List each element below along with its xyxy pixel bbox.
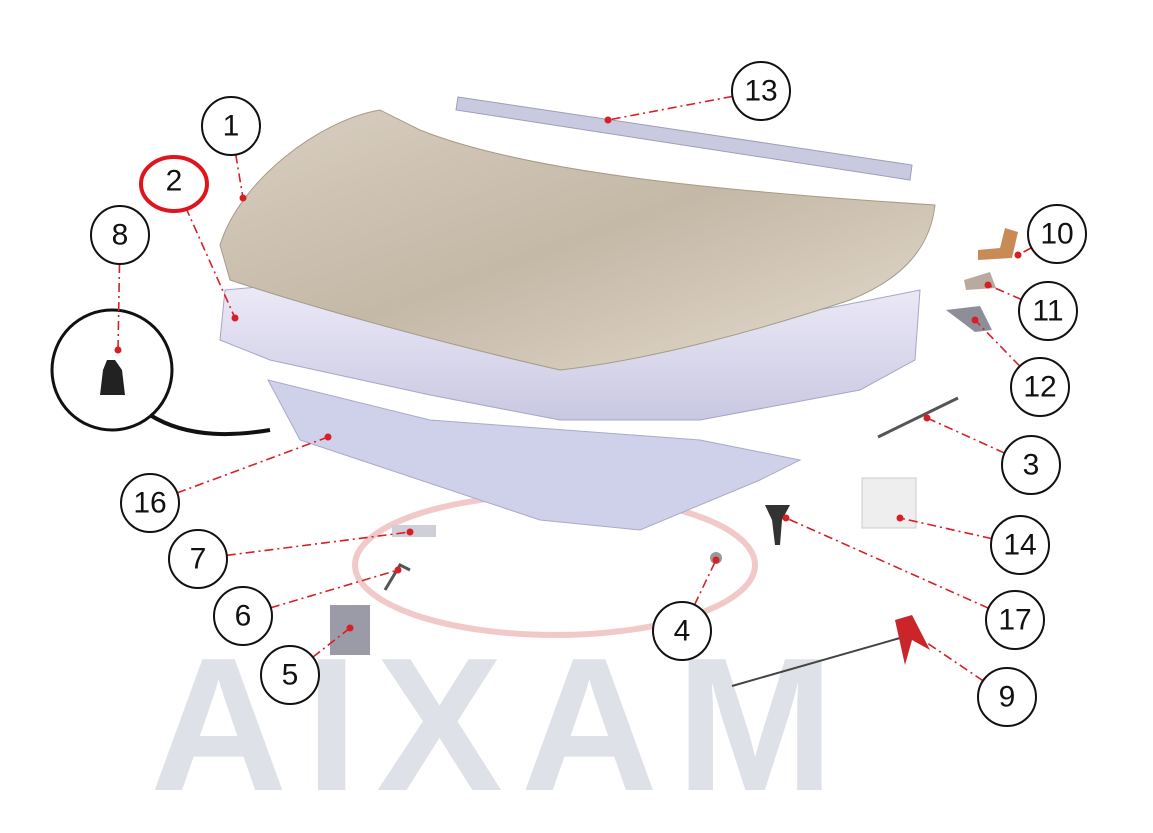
callout-5: 5: [260, 624, 354, 705]
callout-circle: [120, 473, 180, 533]
leader-dot: [984, 281, 992, 289]
clip-14: [861, 477, 917, 529]
watermark-text: AIXAM: [150, 619, 852, 831]
leader-line: [987, 284, 1022, 301]
leader-line: [926, 417, 1005, 454]
leader-dot: [901, 624, 909, 632]
callout-6: 6: [213, 566, 402, 646]
callout-circle: [652, 601, 712, 661]
callout-circle: [731, 61, 791, 121]
leader-line: [185, 207, 236, 319]
leader-dot: [1014, 251, 1022, 259]
leader-line: [176, 436, 329, 494]
callout-12: 12: [971, 316, 1070, 417]
leader-line: [693, 559, 717, 606]
leader-dot: [604, 116, 612, 124]
leader-dot: [782, 514, 790, 522]
callout-number: 12: [1023, 371, 1056, 404]
callout-16: 16: [120, 433, 332, 533]
callout-circle: [985, 590, 1045, 650]
leader-dot: [324, 433, 332, 441]
callout-2: 2: [166, 165, 239, 322]
callout-number: 8: [112, 219, 129, 252]
leader-line: [607, 95, 733, 121]
callout-circle: [213, 586, 273, 646]
callout-circle: [90, 205, 150, 265]
hood-panel: [219, 109, 936, 371]
callout-9: 9: [901, 624, 1037, 727]
leader-dot: [406, 528, 414, 536]
leader-line: [904, 627, 984, 682]
leader-line: [270, 569, 399, 609]
callout-13: 13: [604, 61, 791, 124]
callout-number: 3: [1023, 449, 1040, 482]
leader-line: [312, 627, 351, 658]
highlight-ring: [139, 155, 209, 213]
leader-dot: [923, 414, 931, 422]
push-rivet-17: [765, 505, 790, 545]
callout-circle: [260, 645, 320, 705]
leader-dot: [896, 514, 904, 522]
callout-10: 10: [1014, 204, 1087, 264]
callout-17: 17: [782, 514, 1045, 650]
hinge-bracket-12: [946, 306, 992, 332]
callout-circle: [1018, 281, 1078, 341]
leader-dot: [971, 316, 979, 324]
callout-number: 10: [1040, 218, 1073, 251]
leader-line: [1017, 247, 1032, 256]
leader-line: [974, 319, 1021, 367]
callout-circle: [990, 515, 1050, 575]
callout-3: 3: [923, 414, 1061, 495]
leader-line: [785, 517, 989, 609]
callout-1: 1: [201, 96, 261, 202]
callout-11: 11: [984, 281, 1078, 341]
callout-number: 17: [998, 604, 1031, 637]
callout-7: 7: [168, 528, 414, 589]
detail-pointer: [148, 413, 271, 437]
release-handle: [895, 615, 930, 665]
leader-dot: [346, 624, 354, 632]
seal-strip: [455, 96, 913, 181]
callout-8: 8: [90, 205, 150, 354]
callout-number: 4: [674, 615, 691, 648]
callout-number: 2: [166, 165, 183, 198]
leader-dot: [712, 556, 720, 564]
callout-number: 11: [1032, 295, 1063, 328]
callout-number: 16: [133, 487, 166, 520]
underside-panel: [267, 379, 802, 531]
leader-line: [117, 263, 121, 351]
leader-line: [899, 517, 992, 540]
hook-6: [383, 563, 411, 591]
callout-circle: [1010, 357, 1070, 417]
callout-number: 1: [223, 110, 240, 143]
callout-circle: [977, 667, 1037, 727]
callout-circle: [1001, 435, 1061, 495]
callout-circle: [201, 96, 261, 156]
callout-14: 14: [896, 514, 1050, 575]
callout-circle: [168, 529, 228, 589]
leader-dot: [114, 346, 122, 354]
leader-dot: [394, 566, 402, 574]
pad-7: [392, 525, 436, 537]
leader-dot: [239, 194, 247, 202]
callout-number: 7: [190, 543, 207, 576]
leader-line: [234, 154, 244, 199]
callout-4: 4: [652, 556, 720, 661]
callout-circle: [1027, 204, 1087, 264]
clip-plate-11: [964, 272, 996, 290]
callout-number: 13: [744, 75, 777, 108]
rubber-stop: [100, 360, 125, 395]
leader-dot: [231, 314, 239, 322]
callout-number: 5: [282, 659, 299, 692]
bracket-10: [978, 228, 1018, 260]
callout-number: 14: [1003, 529, 1036, 562]
leader-line: [226, 531, 411, 557]
callout-number: 6: [235, 600, 252, 633]
callout-number: 9: [999, 681, 1016, 714]
prop-rod: [877, 396, 959, 439]
release-cable: [731, 637, 901, 687]
